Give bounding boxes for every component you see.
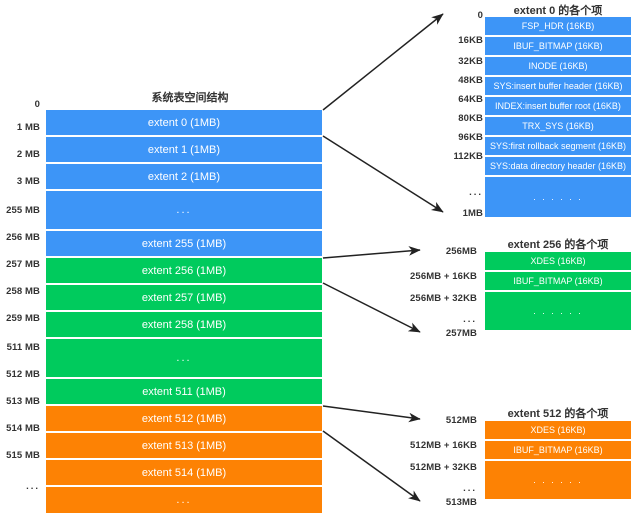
main-offset-label: 259 MB (6, 313, 40, 324)
extent0-item-row[interactable]: SYS:insert buffer header (16KB) (485, 77, 631, 95)
main-offset-label: 1 MB (16, 122, 40, 133)
main-tablespace-title: 系统表空间结构 (151, 92, 229, 104)
main-offset-label: 513 MB (6, 396, 40, 407)
extent256-item-row-ellipsis[interactable]: . . . . . . (485, 292, 631, 330)
extent0-offset-label: ... (469, 187, 483, 198)
extent-row-ellipsis[interactable]: ... (46, 339, 322, 377)
extent256-offset-label: ... (463, 314, 477, 325)
extent512-offset-label: 513MB (445, 497, 477, 508)
extent-row[interactable]: extent 256 (1MB) (46, 258, 322, 283)
extent0-offset-label: 96KB (458, 132, 483, 143)
extent0-item-row[interactable]: TRX_SYS (16KB) (485, 117, 631, 135)
main-offset-label: 511 MB (6, 342, 40, 353)
extent0-item-row[interactable]: INDEX:insert buffer root (16KB) (485, 97, 631, 115)
extent0-item-row[interactable]: SYS:data directory header (16KB) (485, 157, 631, 175)
main-offset-label: 515 MB (6, 450, 40, 461)
main-offset-label: 257 MB (6, 259, 40, 270)
extent-row-ellipsis[interactable]: ... (46, 191, 322, 229)
main-offset-label: 258 MB (6, 286, 40, 297)
extent512-item-row-ellipsis[interactable]: . . . . . . (485, 461, 631, 499)
extent-row[interactable]: extent 258 (1MB) (46, 312, 322, 337)
arrow-extent0-top (322, 13, 444, 111)
extent-row[interactable]: extent 514 (1MB) (46, 460, 322, 485)
extent-row[interactable]: extent 255 (1MB) (46, 231, 322, 256)
arrow-extent512-top (322, 405, 421, 423)
extent-row[interactable]: extent 257 (1MB) (46, 285, 322, 310)
extent-row[interactable]: extent 0 (1MB) (46, 110, 322, 135)
extent256-offset-label: 256MB + 16KB (410, 271, 477, 282)
extent256-panel-title: extent 256 的各个项 (507, 239, 609, 251)
extent0-offset-label: 64KB (458, 94, 483, 105)
extent256-offset-label: 256MB + 32KB (410, 293, 477, 304)
extent0-offset-label: 1MB (462, 208, 483, 219)
extent256-offset-label: 256MB (445, 246, 477, 257)
extent0-offset-label: 16KB (458, 35, 483, 46)
main-offset-label: 2 MB (16, 149, 40, 160)
extent0-item-row-ellipsis[interactable]: . . . . . . (485, 177, 631, 217)
main-offset-label: ... (26, 481, 40, 492)
arrow-extent256-top (322, 246, 421, 259)
extent0-offset-label: 32KB (458, 56, 483, 67)
main-offset-label: 255 MB (6, 205, 40, 216)
extent256-offset-label: 257MB (445, 328, 477, 339)
extent-row[interactable]: extent 512 (1MB) (46, 406, 322, 431)
main-offset-label: 512 MB (6, 369, 40, 380)
extent-row[interactable]: extent 1 (1MB) (46, 137, 322, 162)
extent0-item-row[interactable]: IBUF_BITMAP (16KB) (485, 37, 631, 55)
extent-row-ellipsis[interactable]: ... (46, 487, 322, 513)
extent512-item-row[interactable]: XDES (16KB) (485, 421, 631, 439)
main-offset-label: 0 (34, 99, 40, 110)
extent512-offset-label: 512MB + 16KB (410, 440, 477, 451)
extent512-panel-title: extent 512 的各个项 (507, 408, 609, 420)
extent0-item-row[interactable]: SYS:first rollback segment (16KB) (485, 137, 631, 155)
arrow-extent256-bottom (322, 282, 421, 333)
extent-row[interactable]: extent 511 (1MB) (46, 379, 322, 404)
extent0-item-row[interactable]: INODE (16KB) (485, 57, 631, 75)
extent512-offset-label: ... (463, 483, 477, 494)
extent0-item-row[interactable]: FSP_HDR (16KB) (485, 17, 631, 35)
extent-row[interactable]: extent 2 (1MB) (46, 164, 322, 189)
main-offset-label: 514 MB (6, 423, 40, 434)
extent512-offset-label: 512MB + 32KB (410, 462, 477, 473)
extent0-offset-label: 48KB (458, 75, 483, 86)
main-offset-label: 256 MB (6, 232, 40, 243)
arrow-extent0-bottom (322, 135, 444, 213)
extent-row[interactable]: extent 513 (1MB) (46, 433, 322, 458)
extent256-item-row[interactable]: IBUF_BITMAP (16KB) (485, 272, 631, 290)
extent0-offset-label: 0 (477, 10, 483, 21)
extent512-offset-label: 512MB (445, 415, 477, 426)
extent512-item-row[interactable]: IBUF_BITMAP (16KB) (485, 441, 631, 459)
extent0-panel-title: extent 0 的各个项 (513, 5, 603, 17)
extent256-item-row[interactable]: XDES (16KB) (485, 252, 631, 270)
extent0-offset-label: 112KB (453, 151, 483, 162)
extent0-offset-label: 80KB (458, 113, 483, 124)
main-offset-label: 3 MB (16, 176, 40, 187)
